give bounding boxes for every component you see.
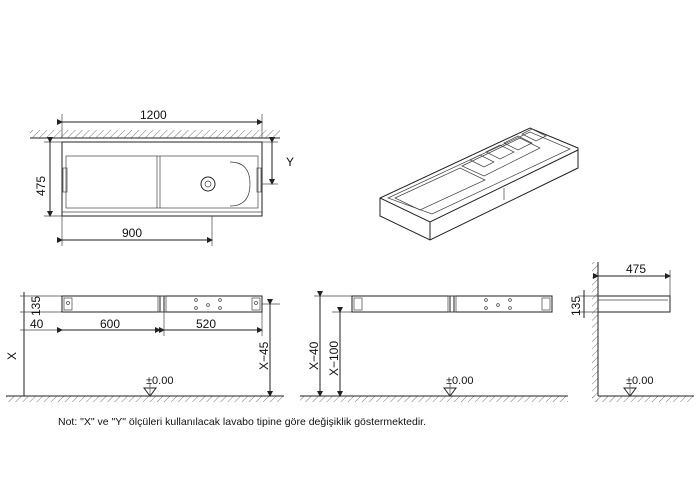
dim-height-x: X	[5, 352, 19, 360]
floor-level-3: ±0.00	[626, 375, 653, 387]
dim-x-minus-40: X−40	[307, 341, 321, 370]
dim-depth: 475	[34, 176, 48, 196]
drain-circle	[200, 176, 216, 192]
dim-side-depth: 475	[626, 262, 646, 276]
dim-x-minus-45: X−45	[257, 341, 271, 370]
cabinet-front-1	[61, 295, 263, 313]
side-elevation: 475 135 ±0.00	[569, 262, 694, 402]
front-elevation-1: 135 40 X 600 520 X−45 ±0.00	[5, 292, 284, 402]
dim-drawer-front-1: 600	[100, 317, 120, 331]
isometric-view	[379, 127, 579, 241]
dim-panel-height-1: 135	[29, 296, 43, 316]
cabinet-front-2	[351, 295, 553, 313]
cabinet-side	[597, 295, 671, 313]
wall-hatch	[30, 130, 280, 138]
plan-view: 1200 475 Y 900	[30, 108, 294, 246]
floor-level-1: ±0.00	[146, 375, 173, 387]
dim-offset-y: Y	[286, 155, 294, 169]
dim-drawer-front-2: 520	[196, 317, 216, 331]
front-elevation-2: X−40 X−100 ±0.00	[300, 291, 568, 402]
dim-side-gap: 40	[30, 317, 44, 331]
dim-drawer-width: 900	[122, 226, 142, 240]
footnote: Not: "X" ve "Y" ölçüleri kullanılacak la…	[58, 416, 427, 428]
dim-side-height: 135	[569, 296, 583, 316]
dim-x-minus-100: X−100	[327, 341, 341, 376]
floor-level-2: ±0.00	[446, 375, 473, 387]
dim-width-total: 1200	[140, 108, 167, 122]
cabinet-plan-outline	[61, 141, 263, 217]
